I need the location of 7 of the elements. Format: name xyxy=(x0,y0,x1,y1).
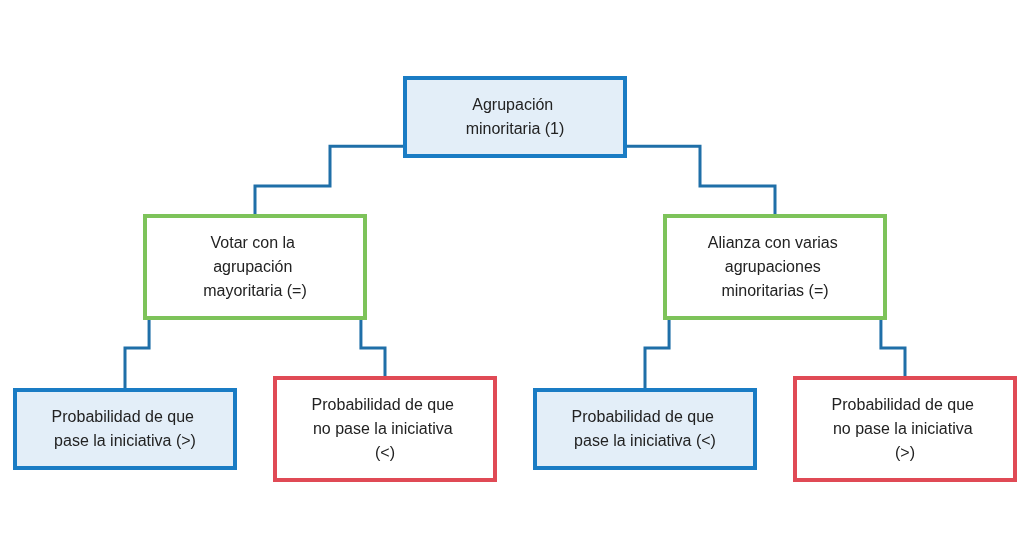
node-box: Alianza con varias agrupaciones minoritarias (=) xyxy=(663,213,887,320)
node-box: Probabilidad de que pase la iniciativa (<) xyxy=(533,387,757,470)
node-box: Agrupación minoritaria (1) xyxy=(403,75,627,158)
node-box: Probabilidad de que no pase la iniciativa (>) xyxy=(793,375,1017,482)
node-box: Votar con la agrupación mayoritaria (=) xyxy=(143,213,367,320)
node-box: Probabilidad de que pase la iniciativa (>) xyxy=(13,387,237,470)
node-box: Probabilidad de que no pase la iniciativa (<) xyxy=(273,375,497,482)
